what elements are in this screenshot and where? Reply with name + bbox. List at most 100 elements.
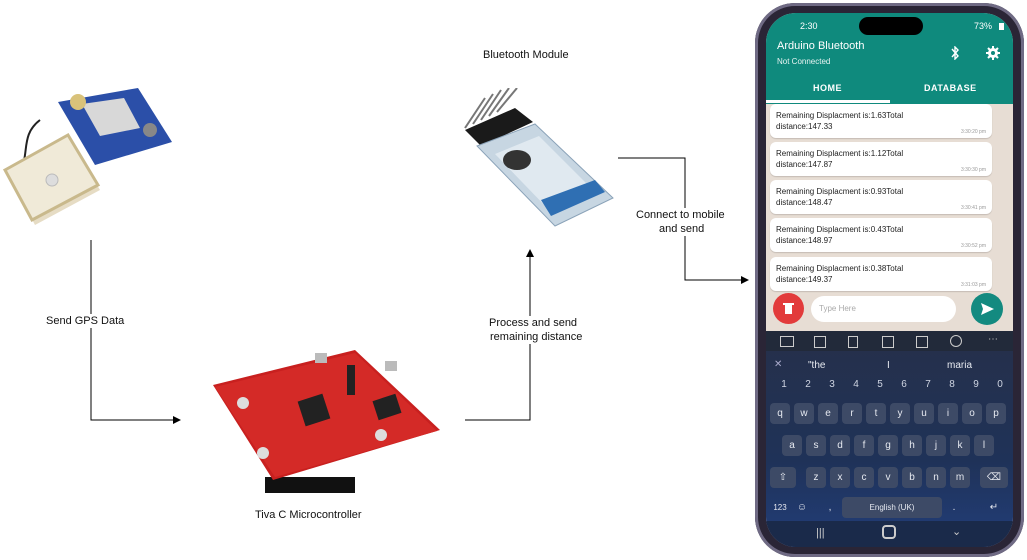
- trash-icon: [783, 303, 794, 314]
- status-bar: 2:30 73%: [766, 19, 1013, 33]
- info-icon[interactable]: [950, 335, 962, 347]
- number-hint: 3: [829, 379, 835, 390]
- message-line2: distance:147.87: [776, 160, 833, 169]
- gif-icon[interactable]: [780, 336, 794, 347]
- nav-bar: ||| ⌄: [766, 521, 1013, 547]
- key[interactable]: x: [830, 467, 850, 488]
- enter-key[interactable]: ↵: [989, 502, 999, 513]
- number-hint: 0: [997, 379, 1003, 390]
- status-time: 2:30: [800, 21, 818, 31]
- bluetooth-module-image: [464, 88, 614, 227]
- keyboard: ⋯ ✕ "the I maria 1 2 3 4 5 6 7 8 9 0 q w…: [766, 331, 1013, 547]
- connection-status: Not Connected: [777, 57, 831, 66]
- key[interactable]: h: [902, 435, 922, 456]
- suggestion[interactable]: maria: [947, 360, 973, 371]
- clipboard-icon[interactable]: [848, 336, 858, 348]
- arrow-gps-to-tiva: [90, 240, 181, 424]
- message-time: 3:31:03 pm: [960, 282, 986, 288]
- tiva-board-image: [213, 350, 440, 493]
- tiva-label: Tiva C Microcontroller: [255, 509, 362, 521]
- tab-indicator: [766, 100, 890, 103]
- message-bubble: Remaining Displacment is:0.38Total distan…: [770, 257, 992, 291]
- key[interactable]: i: [938, 403, 958, 424]
- arrow-tiva-to-bluetooth: [465, 249, 534, 421]
- spellcheck-icon[interactable]: [916, 336, 928, 348]
- suggestion[interactable]: "the: [808, 360, 826, 371]
- key[interactable]: e: [818, 403, 838, 424]
- keyboard-toolbar: ⋯: [766, 331, 1013, 351]
- back-icon[interactable]: ⌄: [952, 526, 962, 538]
- message-line1: Remaining Displacment is:0.38Total: [776, 264, 904, 273]
- translate-icon[interactable]: [882, 336, 894, 348]
- number-hint: 4: [853, 379, 859, 390]
- key[interactable]: z: [806, 467, 826, 488]
- home-icon[interactable]: [882, 525, 896, 539]
- recent-apps-icon[interactable]: |||: [816, 527, 825, 539]
- shift-key[interactable]: ⇧: [770, 467, 796, 488]
- battery-icon: [999, 23, 1004, 30]
- key[interactable]: y: [890, 403, 910, 424]
- suggestion[interactable]: I: [887, 360, 890, 371]
- send-gps-label: Send GPS Data: [46, 314, 125, 328]
- key[interactable]: t: [866, 403, 886, 424]
- key[interactable]: r: [842, 403, 862, 424]
- phone-screen: 2:30 73% Arduino Bluetooth Not Connected…: [766, 13, 1013, 547]
- message-line2: distance:148.97: [776, 236, 833, 245]
- backspace-key[interactable]: ⌫: [980, 467, 1008, 488]
- gps-module-image: [2, 88, 172, 225]
- gear-icon[interactable]: [986, 46, 1000, 60]
- key[interactable]: g: [878, 435, 898, 456]
- numbers-key[interactable]: 123: [773, 503, 787, 512]
- message-line1: Remaining Displacment is:0.93Total: [776, 187, 904, 196]
- message-line2: distance:148.47: [776, 198, 833, 207]
- key[interactable]: q: [770, 403, 790, 424]
- number-hint: 2: [805, 379, 811, 390]
- key[interactable]: n: [926, 467, 946, 488]
- emoji-icon[interactable]: ☺: [796, 502, 808, 513]
- tab-home[interactable]: HOME: [813, 83, 842, 93]
- connect-label-line2: and send: [659, 222, 705, 236]
- number-hint: 8: [949, 379, 955, 390]
- tab-database[interactable]: DATABASE: [924, 83, 977, 93]
- sticker-icon[interactable]: [814, 336, 826, 348]
- key[interactable]: u: [914, 403, 934, 424]
- comma-key[interactable]: ,: [828, 502, 832, 513]
- space-key[interactable]: English (UK): [842, 497, 942, 518]
- key[interactable]: f: [854, 435, 874, 456]
- more-icon[interactable]: ⋯: [988, 334, 998, 345]
- number-hint: 1: [781, 379, 787, 390]
- message-line2: distance:149.37: [776, 275, 833, 284]
- message-input[interactable]: Type Here: [811, 296, 956, 322]
- key[interactable]: c: [854, 467, 874, 488]
- period-key[interactable]: .: [952, 502, 956, 513]
- key[interactable]: w: [794, 403, 814, 424]
- message-bubble: Remaining Displacment is:0.43Total distan…: [770, 218, 992, 252]
- bluetooth-module-label: Bluetooth Module: [483, 49, 569, 61]
- delete-button[interactable]: [773, 293, 804, 324]
- key[interactable]: l: [974, 435, 994, 456]
- key[interactable]: v: [878, 467, 898, 488]
- message-bubble: Remaining Displacment is:0.93Total distan…: [770, 180, 992, 214]
- send-icon: [981, 303, 994, 315]
- key[interactable]: o: [962, 403, 982, 424]
- message-time: 3:30:52 pm: [960, 243, 986, 249]
- key[interactable]: j: [926, 435, 946, 456]
- connect-label-line1: Connect to mobile: [636, 208, 725, 222]
- key[interactable]: k: [950, 435, 970, 456]
- key[interactable]: p: [986, 403, 1006, 424]
- key[interactable]: d: [830, 435, 850, 456]
- bluetooth-icon[interactable]: [950, 46, 960, 60]
- key[interactable]: a: [782, 435, 802, 456]
- message-line1: Remaining Displacment is:1.12Total: [776, 149, 904, 158]
- key[interactable]: s: [806, 435, 826, 456]
- close-suggestions-icon[interactable]: ✕: [774, 359, 783, 370]
- key[interactable]: m: [950, 467, 970, 488]
- message-line2: distance:147.33: [776, 122, 833, 131]
- process-label-line1: Process and send: [489, 316, 578, 330]
- key[interactable]: b: [902, 467, 922, 488]
- app-title: Arduino Bluetooth: [777, 40, 865, 52]
- message-line1: Remaining Displacment is:0.43Total: [776, 225, 904, 234]
- app-header: 2:30 73% Arduino Bluetooth Not Connected…: [766, 13, 1013, 104]
- send-button[interactable]: [971, 293, 1003, 325]
